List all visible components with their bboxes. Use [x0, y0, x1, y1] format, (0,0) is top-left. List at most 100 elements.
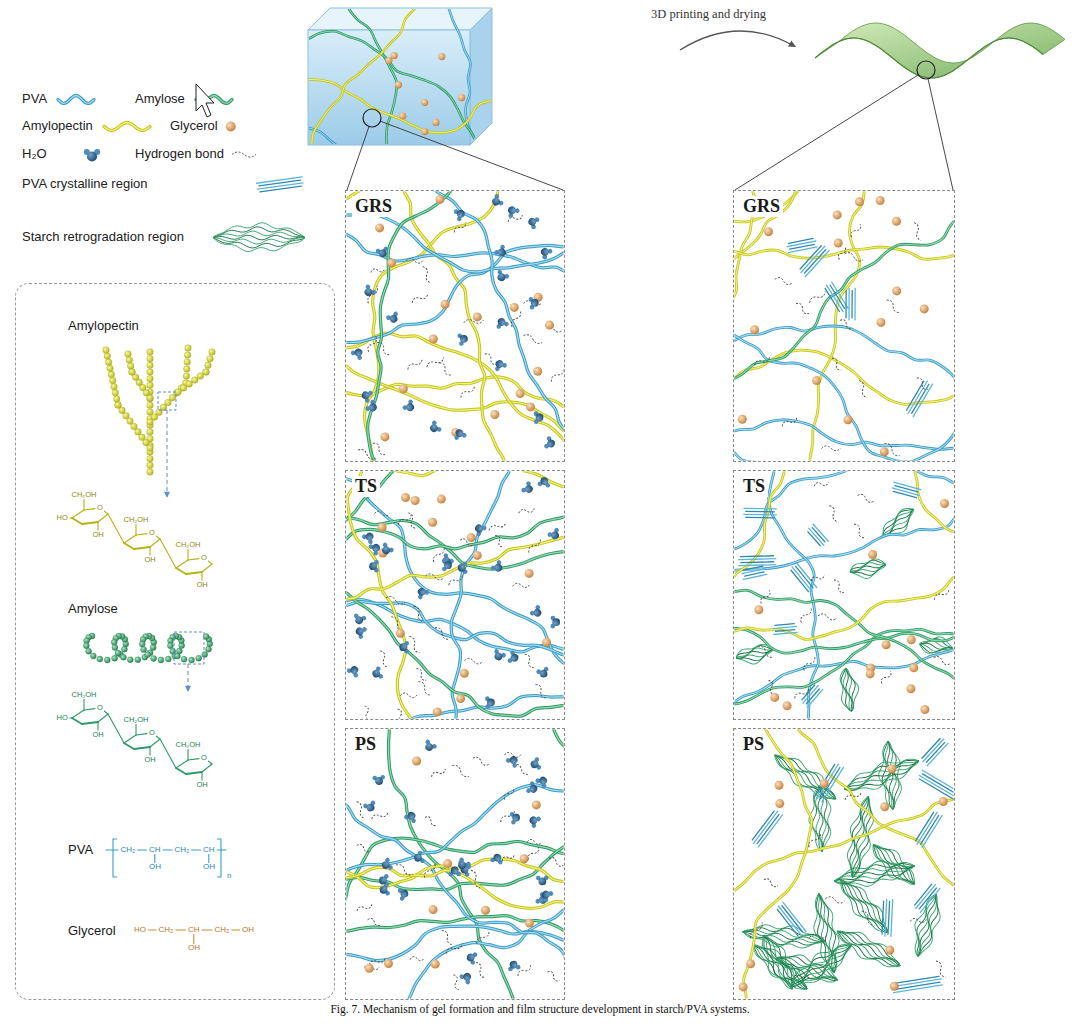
polymer-chain [347, 497, 564, 549]
oxygen-atom [473, 523, 484, 534]
bond-line [192, 849, 201, 850]
film-structure-panel: PS [733, 728, 955, 1000]
mouse-cursor [196, 84, 214, 117]
oxygen-atom [538, 877, 546, 885]
oxygen-atom [424, 742, 435, 753]
glycerol-bead [516, 389, 525, 398]
starch-retrogradation-region [832, 855, 917, 893]
water-molecule [485, 696, 495, 709]
process-arrow [680, 31, 796, 50]
bond-line [150, 539, 160, 547]
water-molecule [459, 970, 475, 986]
bond-line [149, 929, 157, 930]
pva-crystalline-region [744, 508, 777, 517]
glycerol-bead [429, 905, 438, 914]
hydrogen-bond [548, 856, 564, 867]
water-molecule [361, 530, 377, 545]
hydrogen-bond [802, 655, 817, 672]
helix-strand [835, 880, 888, 938]
legend-label: Hydrogen bond [135, 147, 224, 162]
leader-line [928, 79, 953, 190]
pva-crystalline-region [739, 556, 776, 566]
hydrogen-bond [488, 520, 507, 533]
glycerol-bead [399, 112, 406, 119]
glucose-bead [111, 639, 117, 645]
polymer-chain [735, 730, 954, 896]
atom-label: CH₂OH [123, 516, 150, 524]
bond-line [186, 572, 202, 574]
glucose-bead [147, 395, 154, 402]
polymer-chain-highlight [368, 192, 457, 461]
helix-strand [808, 786, 822, 852]
atom-label: HO [56, 714, 69, 722]
bond-line [232, 929, 240, 930]
hydrogen-bond [810, 573, 825, 584]
hydrogen-bond [385, 595, 405, 605]
polymer-chain [735, 420, 954, 450]
panel-illustration [735, 472, 954, 719]
polymer-chain-highlight [291, 125, 360, 176]
water-molecule [507, 960, 521, 972]
glucose-bead [112, 655, 118, 661]
glycerol-bead [432, 119, 439, 126]
crystal-line [803, 685, 818, 703]
glycerol-bead [542, 638, 551, 647]
crystal-line [921, 815, 939, 844]
oxygen-atom [462, 971, 473, 982]
hydrogen-bond [516, 963, 532, 977]
glucose-bead [167, 643, 173, 649]
crystal-line [825, 288, 839, 311]
bond-line [176, 929, 186, 930]
water-molecule [509, 811, 521, 825]
hydrogen-bond [759, 589, 771, 605]
glucose-bead [103, 347, 110, 354]
glucose-bead [113, 396, 120, 403]
bond-line [82, 522, 98, 524]
crystal-line [895, 486, 918, 492]
repeat-bracket [113, 839, 117, 877]
hydrogen-bond [860, 910, 876, 927]
crystal-line [741, 561, 774, 563]
pva-crystalline-region [882, 899, 893, 936]
polymer-chain-highlight [347, 785, 564, 897]
helix-strand [840, 750, 919, 789]
hydrogen-bond [424, 815, 439, 827]
hydrogen-bond [474, 961, 487, 979]
oxygen-atom [413, 853, 423, 863]
bond-line [84, 709, 95, 710]
hydrogen-bond [417, 680, 433, 697]
hydrogen-bond [397, 513, 413, 527]
pva-crystalline-region [892, 976, 942, 993]
polymer-chain [347, 244, 564, 343]
glycerol-bead [738, 415, 747, 424]
glucose-bead [147, 455, 154, 462]
glycerol-bead [876, 196, 885, 205]
glucose-bead [202, 651, 208, 657]
water-molecule [465, 950, 478, 965]
hydrogen-bond [493, 534, 505, 548]
hydrogen-bond [406, 357, 423, 372]
atom-label: OH [196, 781, 209, 789]
glucose-bead [135, 429, 142, 436]
glucose-bead [203, 369, 210, 376]
water-molecule [536, 875, 549, 885]
bond-line [97, 722, 98, 730]
polymer-chain [347, 785, 564, 897]
hydrogen-bond [510, 309, 522, 328]
oxygen-atom [364, 531, 375, 542]
legend-label: Amylose [135, 92, 185, 107]
water-molecule [457, 332, 469, 346]
panel-label: TS [740, 476, 768, 497]
bond-line [154, 855, 155, 863]
glycerol-bead [433, 707, 442, 716]
water-molecule [402, 399, 418, 415]
bond-line [72, 510, 84, 518]
glycerol-bead [892, 286, 901, 295]
oxygen-atom [530, 760, 539, 769]
atom-label: OH [144, 756, 157, 764]
glucose-bead [186, 381, 193, 388]
glycerol-bead [890, 982, 899, 991]
hydrogen-bond [426, 355, 445, 369]
water-molecule [535, 774, 551, 789]
oxygen-atom [378, 249, 388, 259]
